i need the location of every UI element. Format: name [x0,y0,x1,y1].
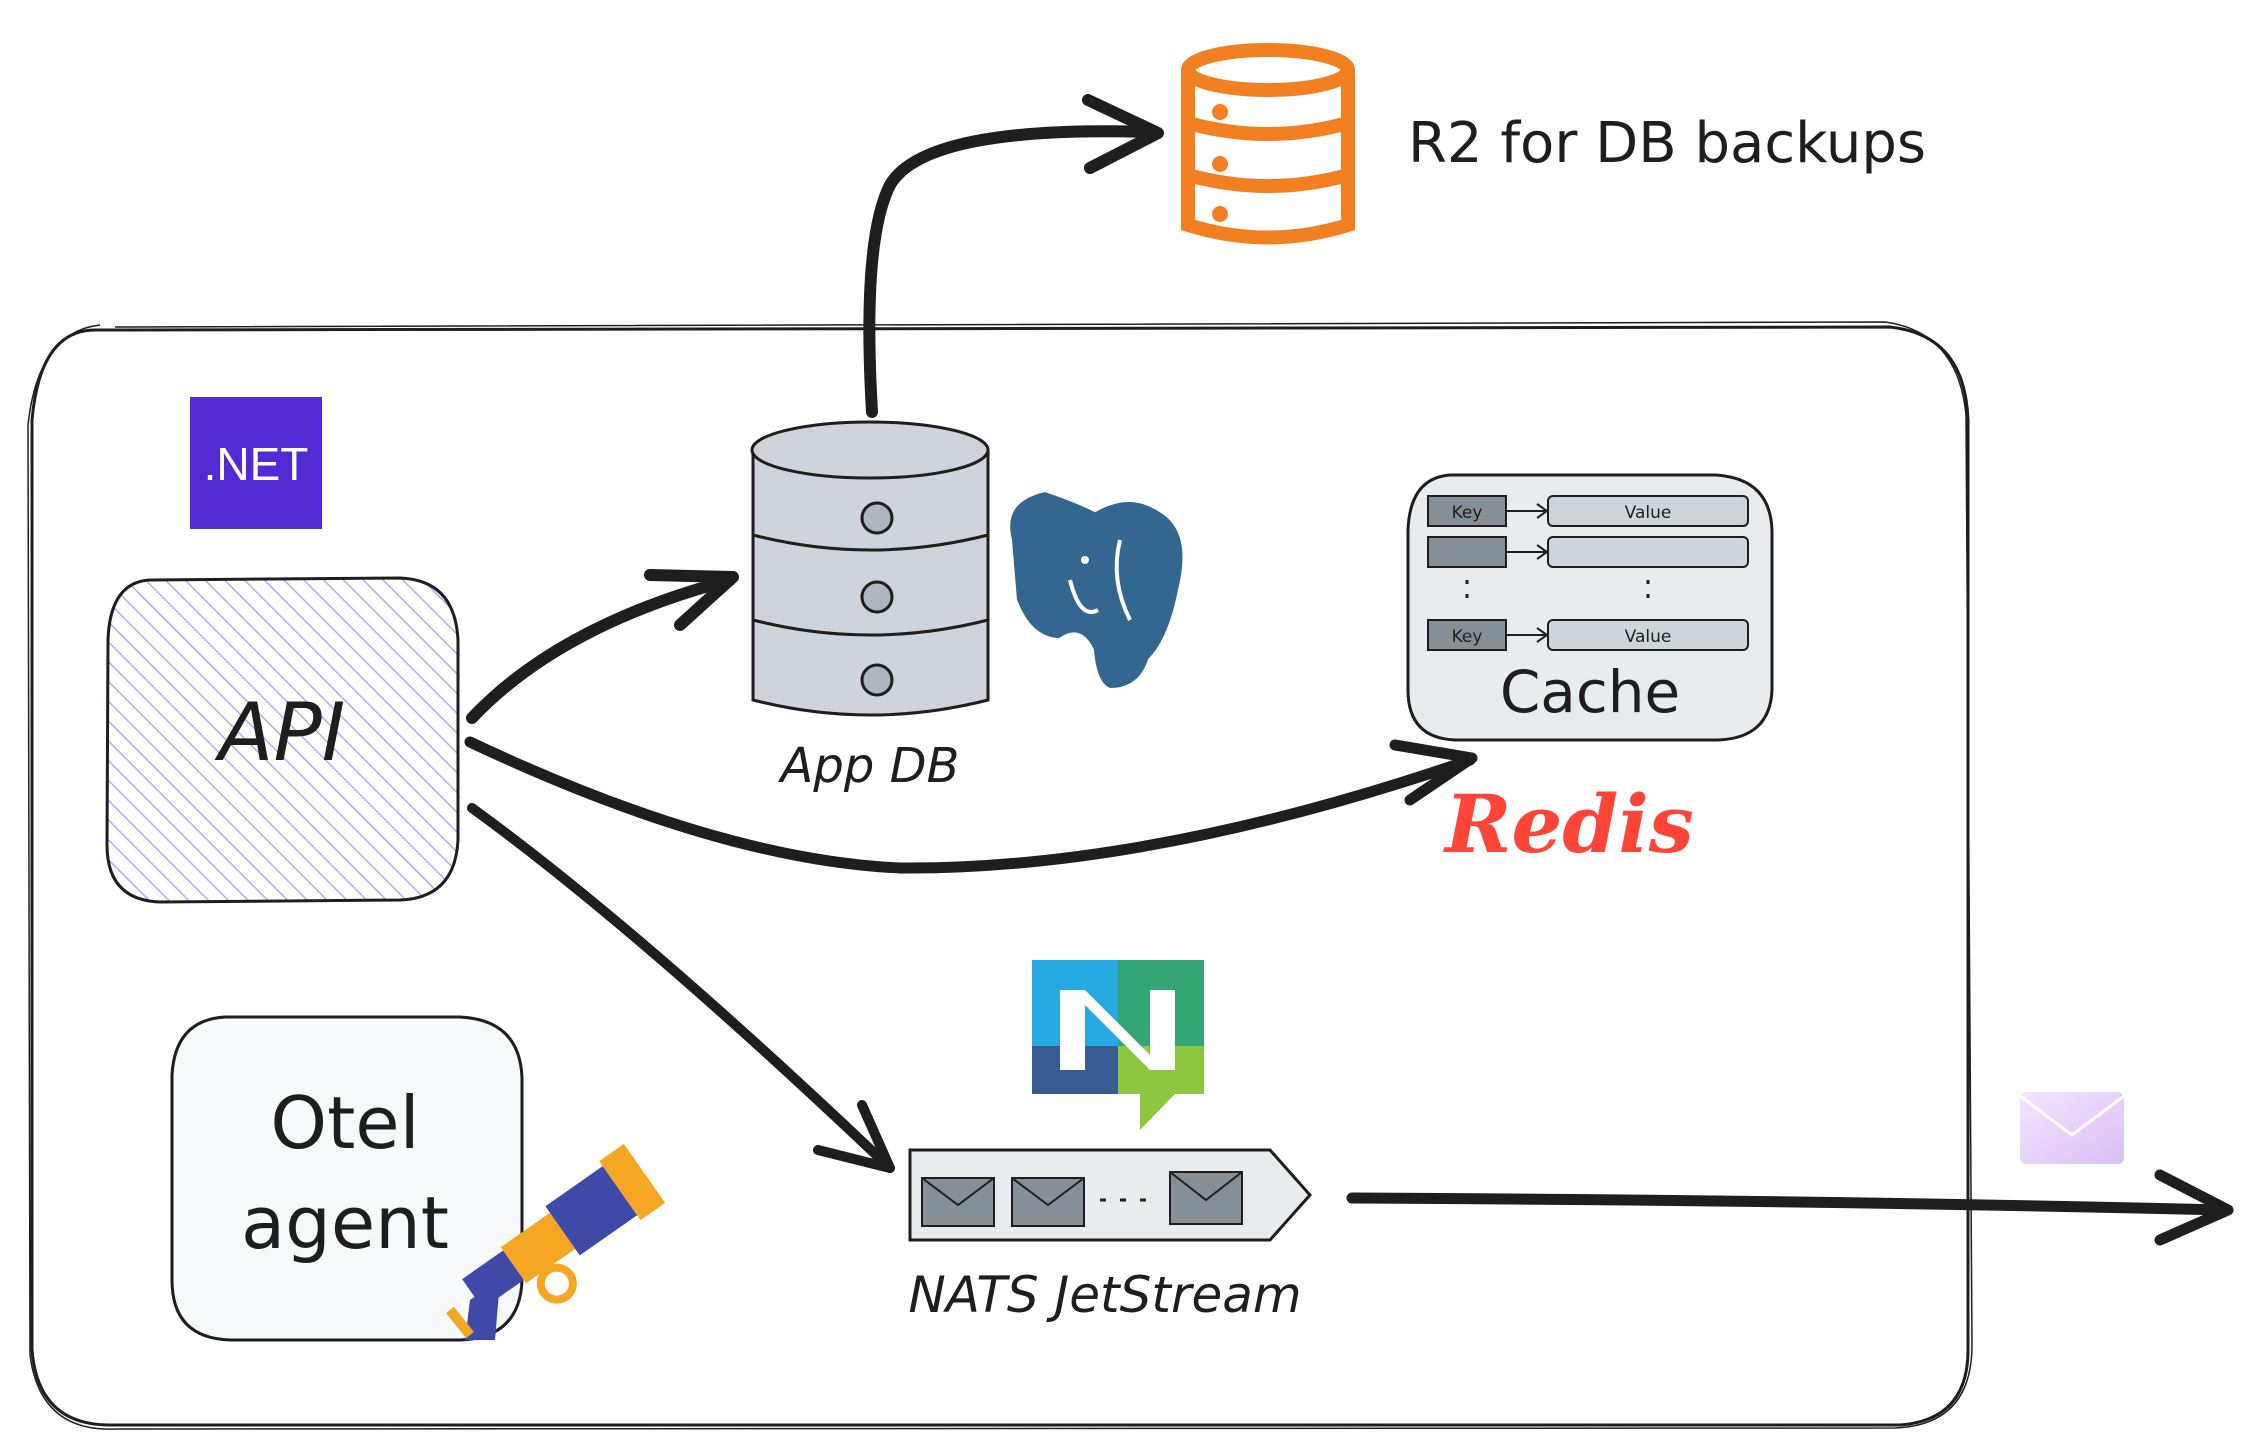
arrow-db-to-backup [863,125,1156,418]
otel-label-line2: agent [241,1181,449,1265]
nats-label: NATS JetStream [908,1266,1301,1324]
postgres-elephant-icon [1006,487,1187,693]
arrow-api-to-nats [467,803,895,1173]
cache-node: Key Value Key Value Cache [1406,473,1774,742]
database-icon [750,420,990,717]
cache-label: Cache [1500,658,1680,726]
app-db-node: App DB [750,420,990,794]
arrow-api-to-db [466,574,736,724]
api-label: API [214,686,346,779]
svg-text:Value: Value [1625,627,1672,647]
r2-backup-storage: R2 for DB backups [1181,43,1926,245]
api-node: API [105,576,460,904]
envelope-icon [1169,1171,1243,1225]
envelope-icon [2019,1092,2125,1164]
nats-logo-icon [1032,960,1204,1130]
telescope-icon [446,1143,666,1340]
cache-table-icon: Key Value Key Value [1427,495,1749,651]
envelope-icon [921,1177,995,1227]
arrow-api-to-cache [464,736,1476,874]
envelope-icon [1011,1177,1085,1227]
backup-label: R2 for DB backups [1408,111,1926,176]
otel-label-line1: Otel [270,1081,419,1165]
system-boundary [27,321,1973,1430]
svg-text:Value: Value [1625,503,1672,523]
arrow-nats-to-consumer [1346,1192,2231,1216]
nats-queue-node: NATS JetStream [908,1148,1313,1324]
svg-text:Key: Key [1452,503,1483,523]
dotnet-logo: .NET [190,397,322,529]
database-icon [1181,43,1355,245]
svg-text:.NET: .NET [204,438,309,490]
redis-logo: Redis [1443,777,1694,871]
svg-text:Key: Key [1452,627,1483,647]
otel-agent-node: Otel agent [170,1015,524,1342]
connector-arrows [464,94,2234,1246]
appdb-label: App DB [778,738,960,794]
